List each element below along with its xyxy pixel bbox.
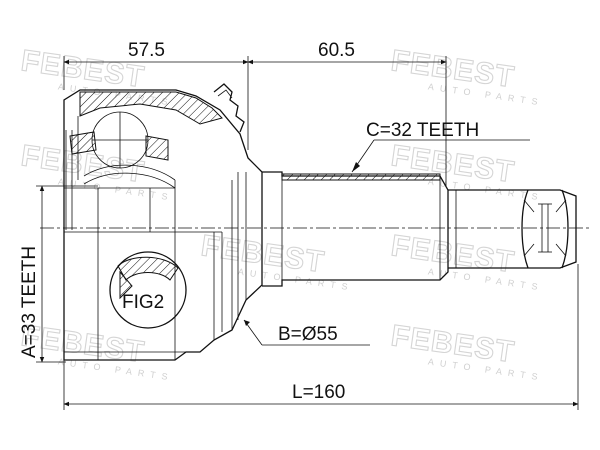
dim-inner-teeth: C=32 TEETH bbox=[366, 120, 479, 141]
fig2-detail: FIG2 bbox=[109, 251, 187, 329]
dim-right-length: 60.5 bbox=[318, 40, 355, 61]
shaft-nut bbox=[521, 189, 569, 269]
shaft-body bbox=[262, 171, 577, 287]
dimension-inner-teeth: C=32 TEETH bbox=[351, 120, 530, 173]
outer-joint-housing bbox=[63, 83, 263, 361]
dim-abs-diameter: B=Ø55 bbox=[278, 324, 338, 345]
dim-total-length: L=160 bbox=[292, 382, 345, 403]
dim-outer-teeth: A=33 TEETH bbox=[19, 246, 40, 358]
dimension-outer-teeth: A=33 TEETH bbox=[19, 185, 98, 363]
boot-clamp bbox=[213, 83, 245, 133]
fig2-label: FIG2 bbox=[122, 292, 164, 313]
dimension-total-length: L=160 bbox=[63, 264, 579, 410]
dimension-top-left: 57.5 bbox=[63, 40, 249, 150]
dimension-abs-diameter: B=Ø55 bbox=[243, 319, 370, 346]
dim-left-length: 57.5 bbox=[128, 40, 165, 61]
dimension-top-right: 60.5 bbox=[247, 40, 447, 186]
